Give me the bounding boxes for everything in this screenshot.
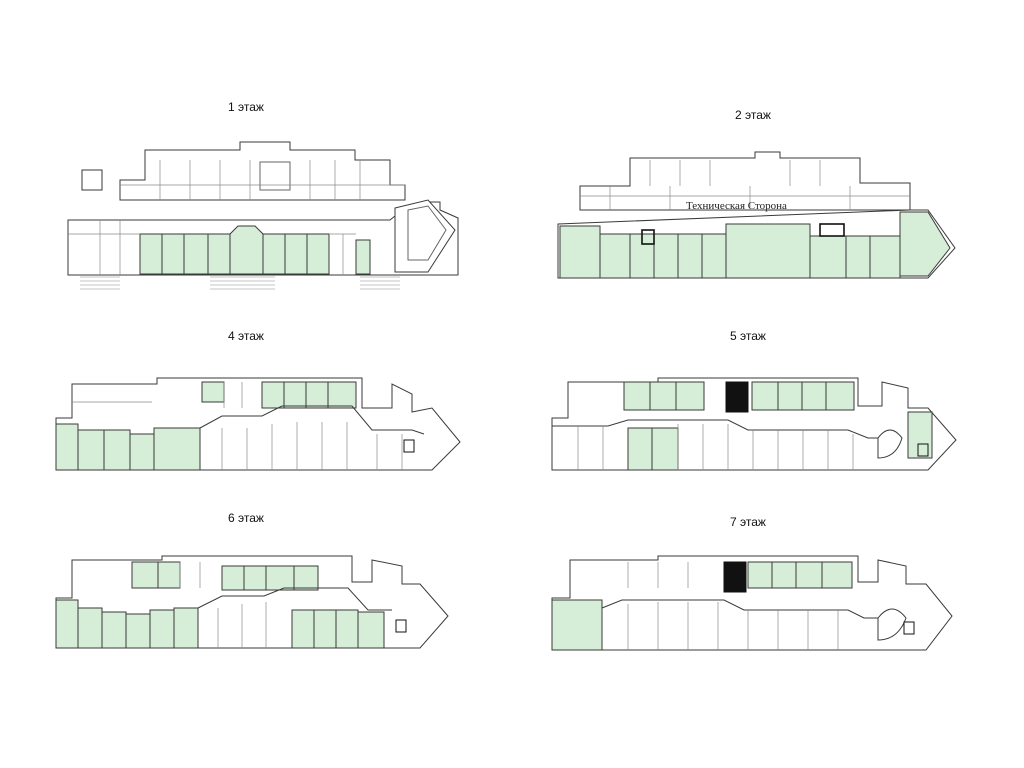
floor-plan-2-drawing: Техническая Сторона	[557, 151, 956, 279]
dark-shaft	[723, 561, 747, 593]
floor-title-2: 2 этаж	[735, 108, 771, 122]
floor-plan-7	[548, 552, 968, 662]
floor-plan-5-drawing	[551, 377, 957, 471]
floor-plan-4	[52, 372, 472, 482]
floor-title-1: 1 этаж	[228, 100, 264, 114]
floor-title-7: 7 этаж	[730, 515, 766, 529]
floor-title-4: 4 этаж	[228, 329, 264, 343]
floor-plan-6-drawing	[55, 555, 449, 649]
dark-shaft	[725, 381, 749, 413]
floor-plan-4-drawing	[55, 377, 461, 471]
floor-plan-5	[548, 372, 968, 482]
floor-plan-2: Техническая Сторона	[550, 148, 970, 288]
technical-side-label: Техническая Сторона	[686, 200, 787, 212]
floor-plan-7-drawing	[551, 555, 953, 651]
floor-plan-1	[60, 140, 480, 300]
floor-plan-6	[52, 552, 472, 662]
floor-plan-1-drawing	[67, 141, 459, 290]
floor-title-6: 6 этаж	[228, 511, 264, 525]
floor-title-5: 5 этаж	[730, 329, 766, 343]
